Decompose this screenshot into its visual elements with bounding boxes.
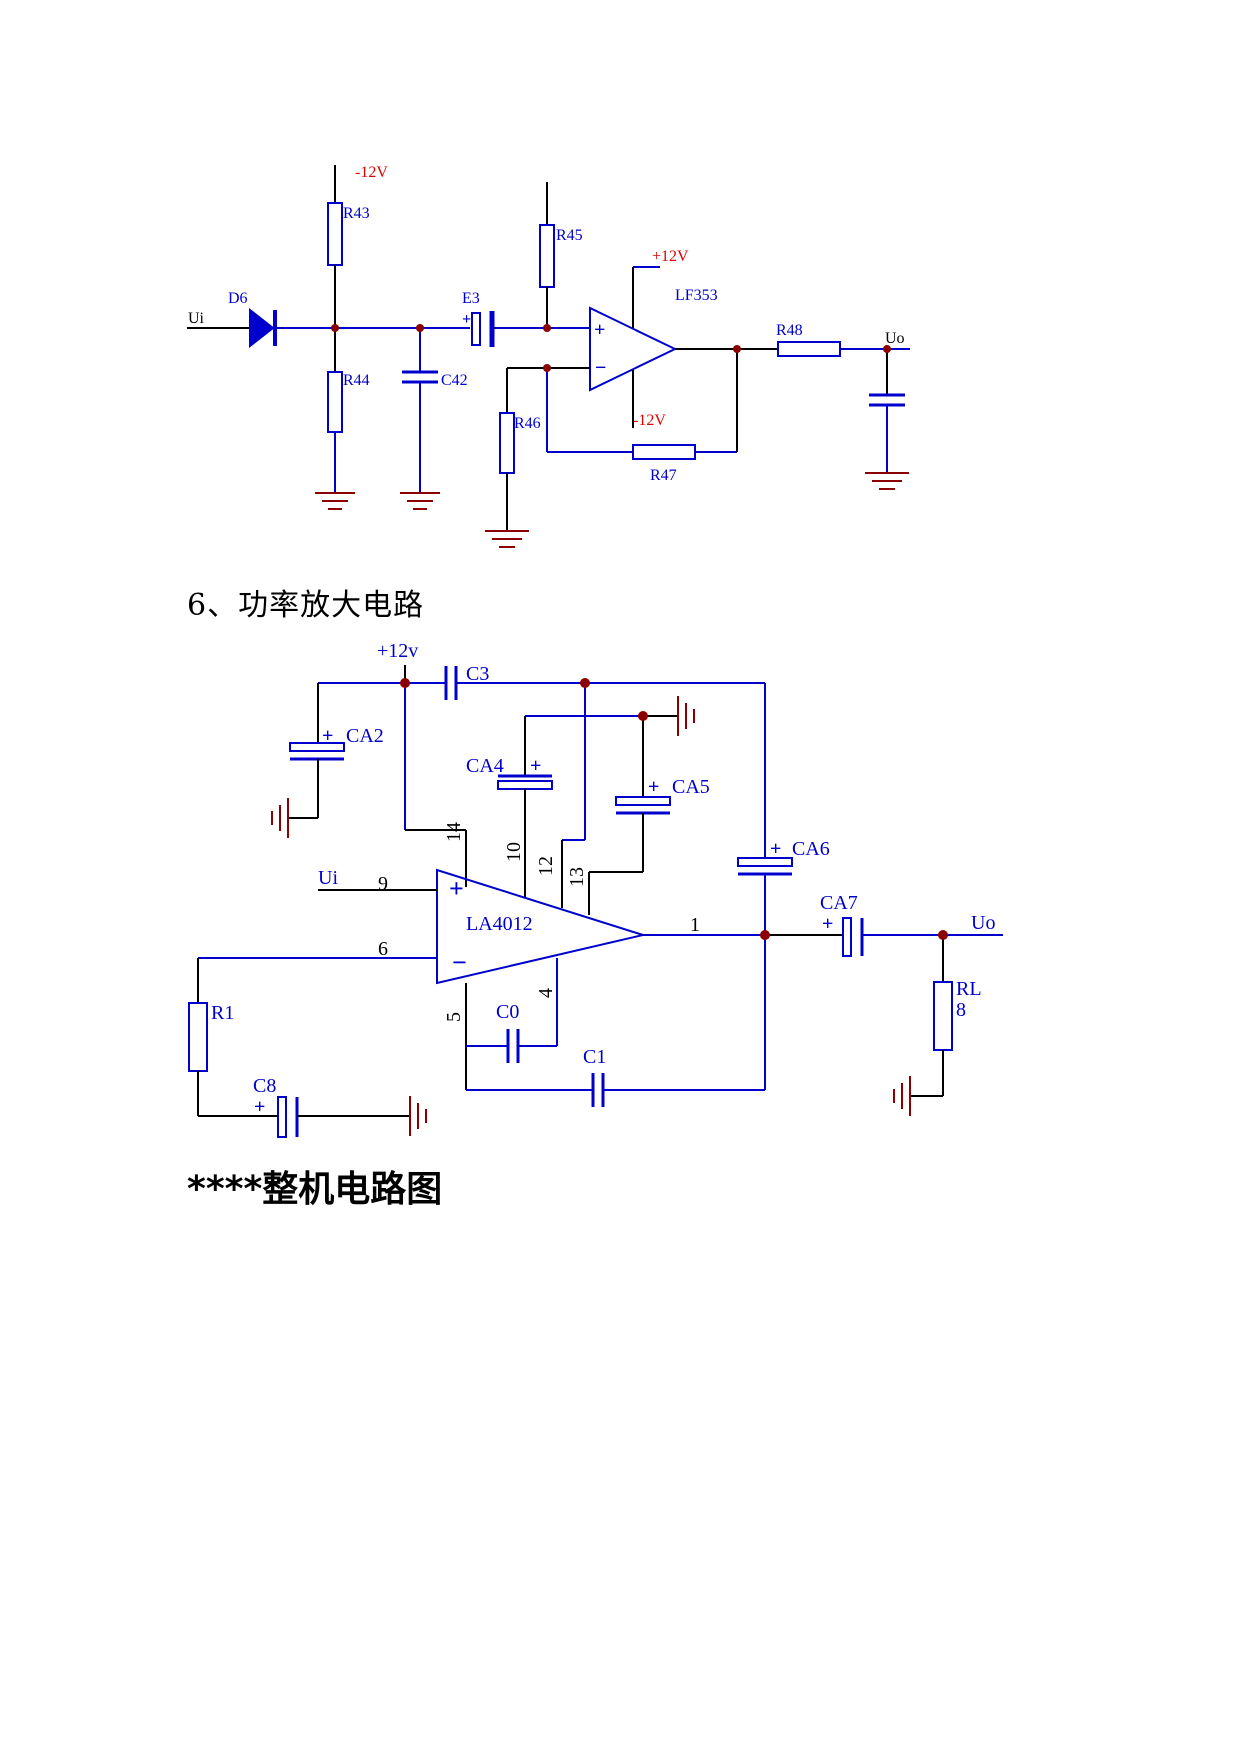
power-amp-schematic: +12v C3 + CA2 CA4 + + CA5 + CA6 CA7 + Uo… xyxy=(188,640,1003,1138)
pin-label: 12 xyxy=(535,856,557,876)
c8-plus: + xyxy=(254,1096,265,1118)
output-label: Uo xyxy=(885,330,905,347)
r1-label: R1 xyxy=(211,1002,234,1024)
r45-label: R45 xyxy=(556,227,583,244)
r47-label: R47 xyxy=(650,467,677,484)
c1-label: C1 xyxy=(583,1046,606,1068)
pin-label: 14 xyxy=(443,822,465,842)
ca4-label: CA4 xyxy=(466,755,504,777)
input-label: Ui xyxy=(318,867,338,889)
r46-label: R46 xyxy=(514,415,541,432)
ca6-label: CA6 xyxy=(792,838,830,860)
capacitor-ca7 xyxy=(842,917,852,957)
resistor-r44 xyxy=(327,371,343,433)
pin-label: 1 xyxy=(690,914,700,936)
ic-label: LA4012 xyxy=(466,913,533,935)
resistor-rl xyxy=(933,981,953,1051)
ca6-plus: + xyxy=(770,838,781,860)
capacitor-e3 xyxy=(471,312,481,346)
section-heading: ****整机电路图 xyxy=(187,1169,443,1210)
rail-label: -12V xyxy=(355,164,388,181)
section-heading: 6、功率放大电路 xyxy=(187,588,425,623)
pin-label: 5 xyxy=(443,1012,465,1022)
capacitor-c8 xyxy=(277,1096,287,1138)
resistor-r1 xyxy=(188,1002,208,1072)
ground-icon xyxy=(409,1096,427,1136)
opamp-minus: − xyxy=(595,357,606,379)
capacitor-ca2 xyxy=(289,742,345,752)
ca2-plus: + xyxy=(322,725,333,747)
c3-label: C3 xyxy=(466,663,489,685)
pin-label: 4 xyxy=(535,988,557,998)
ca5-plus: + xyxy=(648,776,659,798)
ic-plus: + xyxy=(449,874,464,903)
resistor-r43 xyxy=(327,202,343,266)
c0-label: C0 xyxy=(496,1001,519,1023)
ground-icon xyxy=(271,798,289,838)
opamp-lf353 xyxy=(589,306,678,392)
resistor-r47 xyxy=(632,444,696,460)
pin-label: 13 xyxy=(566,867,588,887)
rail-label: +12v xyxy=(377,640,418,662)
resistor-r48 xyxy=(777,341,841,357)
ca5-label: CA5 xyxy=(672,776,710,798)
diode-d6 xyxy=(249,307,277,349)
ground-icon xyxy=(677,696,695,736)
ic-la4012 xyxy=(436,868,647,985)
pin-label: 9 xyxy=(378,873,388,895)
ca7-plus: + xyxy=(822,913,833,935)
capacitor-ca5 xyxy=(615,796,671,806)
ca2-label: CA2 xyxy=(346,725,384,747)
pin-label: 6 xyxy=(378,938,388,960)
r43-label: R43 xyxy=(343,205,370,222)
c8-label: C8 xyxy=(253,1075,276,1097)
pin-label: 10 xyxy=(503,842,525,862)
ground-icon xyxy=(893,1076,911,1116)
opamp-label: LF353 xyxy=(675,287,718,304)
diode-label: D6 xyxy=(228,290,248,307)
rail-label: +12V xyxy=(652,248,689,265)
output-label: Uo xyxy=(971,912,995,934)
rl-value: 8 xyxy=(956,999,966,1021)
preamp-schematic: Ui D6 R43 R44 C42 E3 + R45 R46 R47 R48 -… xyxy=(187,164,910,548)
resistor-r45 xyxy=(539,224,555,288)
ca4-plus: + xyxy=(530,755,541,777)
r48-label: R48 xyxy=(776,322,803,339)
opamp-plus: + xyxy=(594,319,605,341)
e3-label: E3 xyxy=(462,290,480,307)
ground-icon xyxy=(315,492,355,510)
ca7-label: CA7 xyxy=(820,892,858,914)
rail-label: -12V xyxy=(633,412,666,429)
ic-minus: − xyxy=(452,948,467,977)
e3-plus: + xyxy=(462,311,471,328)
r44-label: R44 xyxy=(343,372,370,389)
ground-icon xyxy=(400,492,440,510)
capacitor-ca4 xyxy=(497,780,553,790)
input-label: Ui xyxy=(188,310,205,327)
ground-icon xyxy=(485,530,529,548)
resistor-r46 xyxy=(499,412,515,474)
capacitor-ca6 xyxy=(737,857,793,867)
rl-label: RL xyxy=(956,978,982,1000)
c42-label: C42 xyxy=(441,372,468,389)
ground-icon xyxy=(865,472,909,490)
